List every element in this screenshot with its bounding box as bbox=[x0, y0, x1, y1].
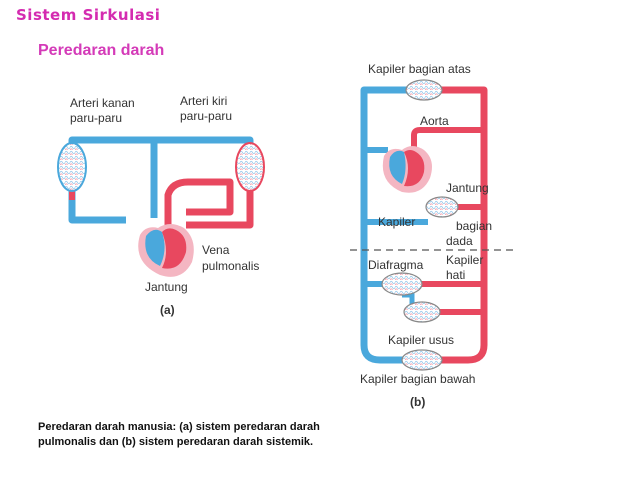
label-kapiler: Kapiler bbox=[378, 215, 415, 229]
left-pulmonary-artery bbox=[154, 136, 254, 150]
label-jantung-a: Jantung bbox=[145, 280, 188, 294]
label-bagian: bagian bbox=[456, 219, 492, 233]
label-arteri-kiri-1: Arteri kiri bbox=[180, 94, 227, 108]
label-dada: dada bbox=[446, 234, 473, 248]
heart-a-icon bbox=[138, 224, 194, 277]
caption-line-2: pulmonalis dan (b) sistem peredaran dara… bbox=[38, 436, 314, 448]
aorta-arch-a bbox=[164, 178, 234, 228]
upper-capillary bbox=[405, 79, 443, 101]
label-diafragma: Diafragma bbox=[368, 258, 424, 272]
label-vena-1: Vena bbox=[202, 243, 230, 257]
chest-capillary bbox=[425, 196, 459, 218]
label-kapiler-hati-1: Kapiler bbox=[446, 253, 483, 267]
caption-line-1: Peredaran darah manusia: (a) sistem pere… bbox=[38, 421, 320, 433]
pulmonary-vein-left bbox=[186, 185, 254, 229]
figure-caption: Peredaran darah manusia: (a) sistem pere… bbox=[38, 420, 398, 450]
label-arteri-kanan-2: paru-paru bbox=[70, 111, 122, 125]
slide-subtitle: Peredaran darah bbox=[38, 42, 165, 59]
heart-b-icon bbox=[382, 146, 432, 193]
diagram-a-pulmonary: Arteri kanan paru-paru Arteri kiri paru-… bbox=[57, 94, 265, 317]
vena-cava-trunk bbox=[360, 86, 408, 364]
right-lung-capillary bbox=[57, 142, 87, 192]
header-bar: Sistem Sirkulasi bbox=[0, 0, 638, 34]
left-lung-capillary bbox=[235, 142, 265, 192]
diagram-a-tag: (a) bbox=[160, 303, 175, 317]
lower-capillary bbox=[401, 349, 443, 371]
label-arteri-kanan-1: Arteri kanan bbox=[70, 96, 135, 110]
label-arteri-kiri-2: paru-paru bbox=[180, 109, 232, 123]
label-kapiler-bawah: Kapiler bagian bawah bbox=[360, 372, 475, 386]
liver-capillary bbox=[381, 272, 423, 296]
diagram-b-systemic: Kapiler bagian atas Aorta Jantung Kapile… bbox=[350, 62, 516, 409]
intestine-capillary bbox=[403, 301, 441, 323]
label-vena-2: pulmonalis bbox=[202, 259, 259, 273]
label-aorta: Aorta bbox=[420, 114, 449, 128]
label-kapiler-usus: Kapiler usus bbox=[388, 333, 454, 347]
label-kapiler-atas: Kapiler bagian atas bbox=[368, 62, 471, 76]
label-jantung-b: Jantung bbox=[446, 181, 489, 195]
aorta-arch-b bbox=[411, 127, 484, 150]
aorta-trunk bbox=[440, 86, 488, 364]
slide-header-title: Sistem Sirkulasi bbox=[16, 6, 161, 24]
diagram-b-tag: (b) bbox=[410, 395, 425, 409]
label-kapiler-hati-2: hati bbox=[446, 268, 465, 282]
